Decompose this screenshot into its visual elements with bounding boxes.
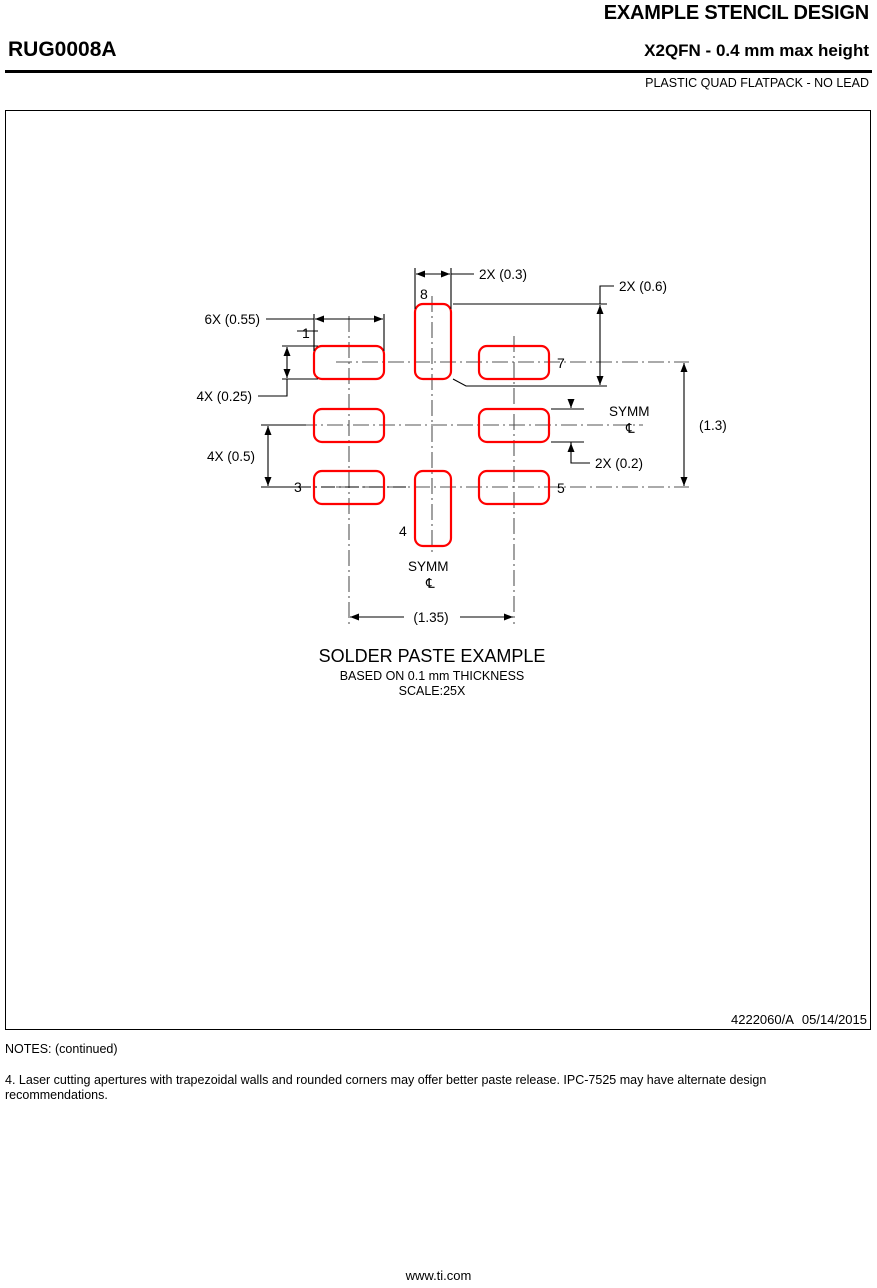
note-item-4-number: 4. — [5, 1073, 16, 1087]
dim-label-overall-height: (1.3) — [699, 418, 727, 433]
caption-sub-thickness: BASED ON 0.1 mm THICKNESS — [340, 669, 525, 683]
dim-label-6x-055: 6X (0.55) — [204, 312, 260, 327]
package-code: RUG0008A — [8, 38, 117, 61]
pin-number-3: 3 — [294, 479, 302, 495]
drawing-frame: 6X (0.55) 4X (0.25) 4X (0.5) 2X (0.3) 2X… — [5, 110, 871, 1030]
caption-sub-scale: SCALE:25X — [399, 684, 466, 698]
solder-paste-apertures — [312, 302, 551, 548]
leader-2x-02 — [570, 442, 590, 464]
package-description: X2QFN - 0.4 mm max height — [644, 41, 869, 60]
pin-number-7: 7 — [557, 355, 565, 371]
pin-number-8: 8 — [420, 286, 428, 302]
paste-aperture-pin-5 — [477, 469, 551, 506]
dim-label-4x-05: 4X (0.5) — [207, 449, 255, 464]
caption-main: SOLDER PASTE EXAMPLE — [319, 646, 546, 666]
drawing-number-date: 05/14/2015 — [801, 1012, 867, 1027]
paste-aperture-pin-1 — [312, 344, 386, 381]
symm-label-horizontal: SYMM — [609, 404, 650, 419]
symm-label-vertical: SYMM — [408, 559, 449, 574]
notes-heading: NOTES: (continued) — [5, 1042, 118, 1056]
dim-label-2x-06: 2X (0.6) — [619, 279, 667, 294]
leader-2x-06 — [599, 285, 614, 304]
note-item-4: 4. Laser cutting apertures with trapezoi… — [5, 1073, 863, 1103]
page-header: EXAMPLE STENCIL DESIGN RUG0008A X2QFN - … — [0, 0, 877, 96]
dim-label-4x-025: 4X (0.25) — [196, 389, 252, 404]
stencil-drawing: 6X (0.55) 4X (0.25) 4X (0.5) 2X (0.3) 2X… — [196, 267, 727, 698]
pin-number-1: 1 — [302, 325, 310, 341]
dim-label-2x-03: 2X (0.3) — [479, 267, 527, 282]
package-subtitle: PLASTIC QUAD FLATPACK - NO LEAD — [645, 76, 869, 90]
note-item-4-text: Laser cutting apertures with trapezoidal… — [5, 1073, 767, 1102]
document-title: EXAMPLE STENCIL DESIGN — [603, 2, 869, 24]
symm-centerline-glyph-horizontal: ℄ — [625, 421, 635, 436]
drawing-number-row: 4222060/A 05/14/2015 — [5, 1012, 871, 1032]
dim-label-overall-width-top: (1.35) — [413, 610, 448, 625]
paste-aperture-pin-4 — [413, 469, 453, 548]
paste-aperture-pin-6 — [477, 407, 551, 444]
pin-number-5: 5 — [557, 480, 565, 496]
dim-label-overall-width-mask — [404, 609, 460, 625]
leader-4x-025 — [258, 379, 288, 397]
paste-aperture-pin-2 — [312, 407, 386, 444]
drawing-number-id: 4222060/A — [731, 1012, 794, 1027]
paste-aperture-pin-3 — [312, 469, 386, 506]
symm-centerline-glyph-vertical: ℄ — [425, 576, 435, 591]
paste-aperture-pin-7 — [477, 344, 551, 381]
pin-number-4: 4 — [399, 523, 407, 539]
footer-url: www.ti.com — [405, 1268, 472, 1283]
paste-aperture-pin-8 — [413, 302, 453, 381]
dim-label-2x-02: 2X (0.2) — [595, 456, 643, 471]
header-divider — [5, 70, 872, 73]
ext-2x06-bot — [452, 378, 607, 387]
